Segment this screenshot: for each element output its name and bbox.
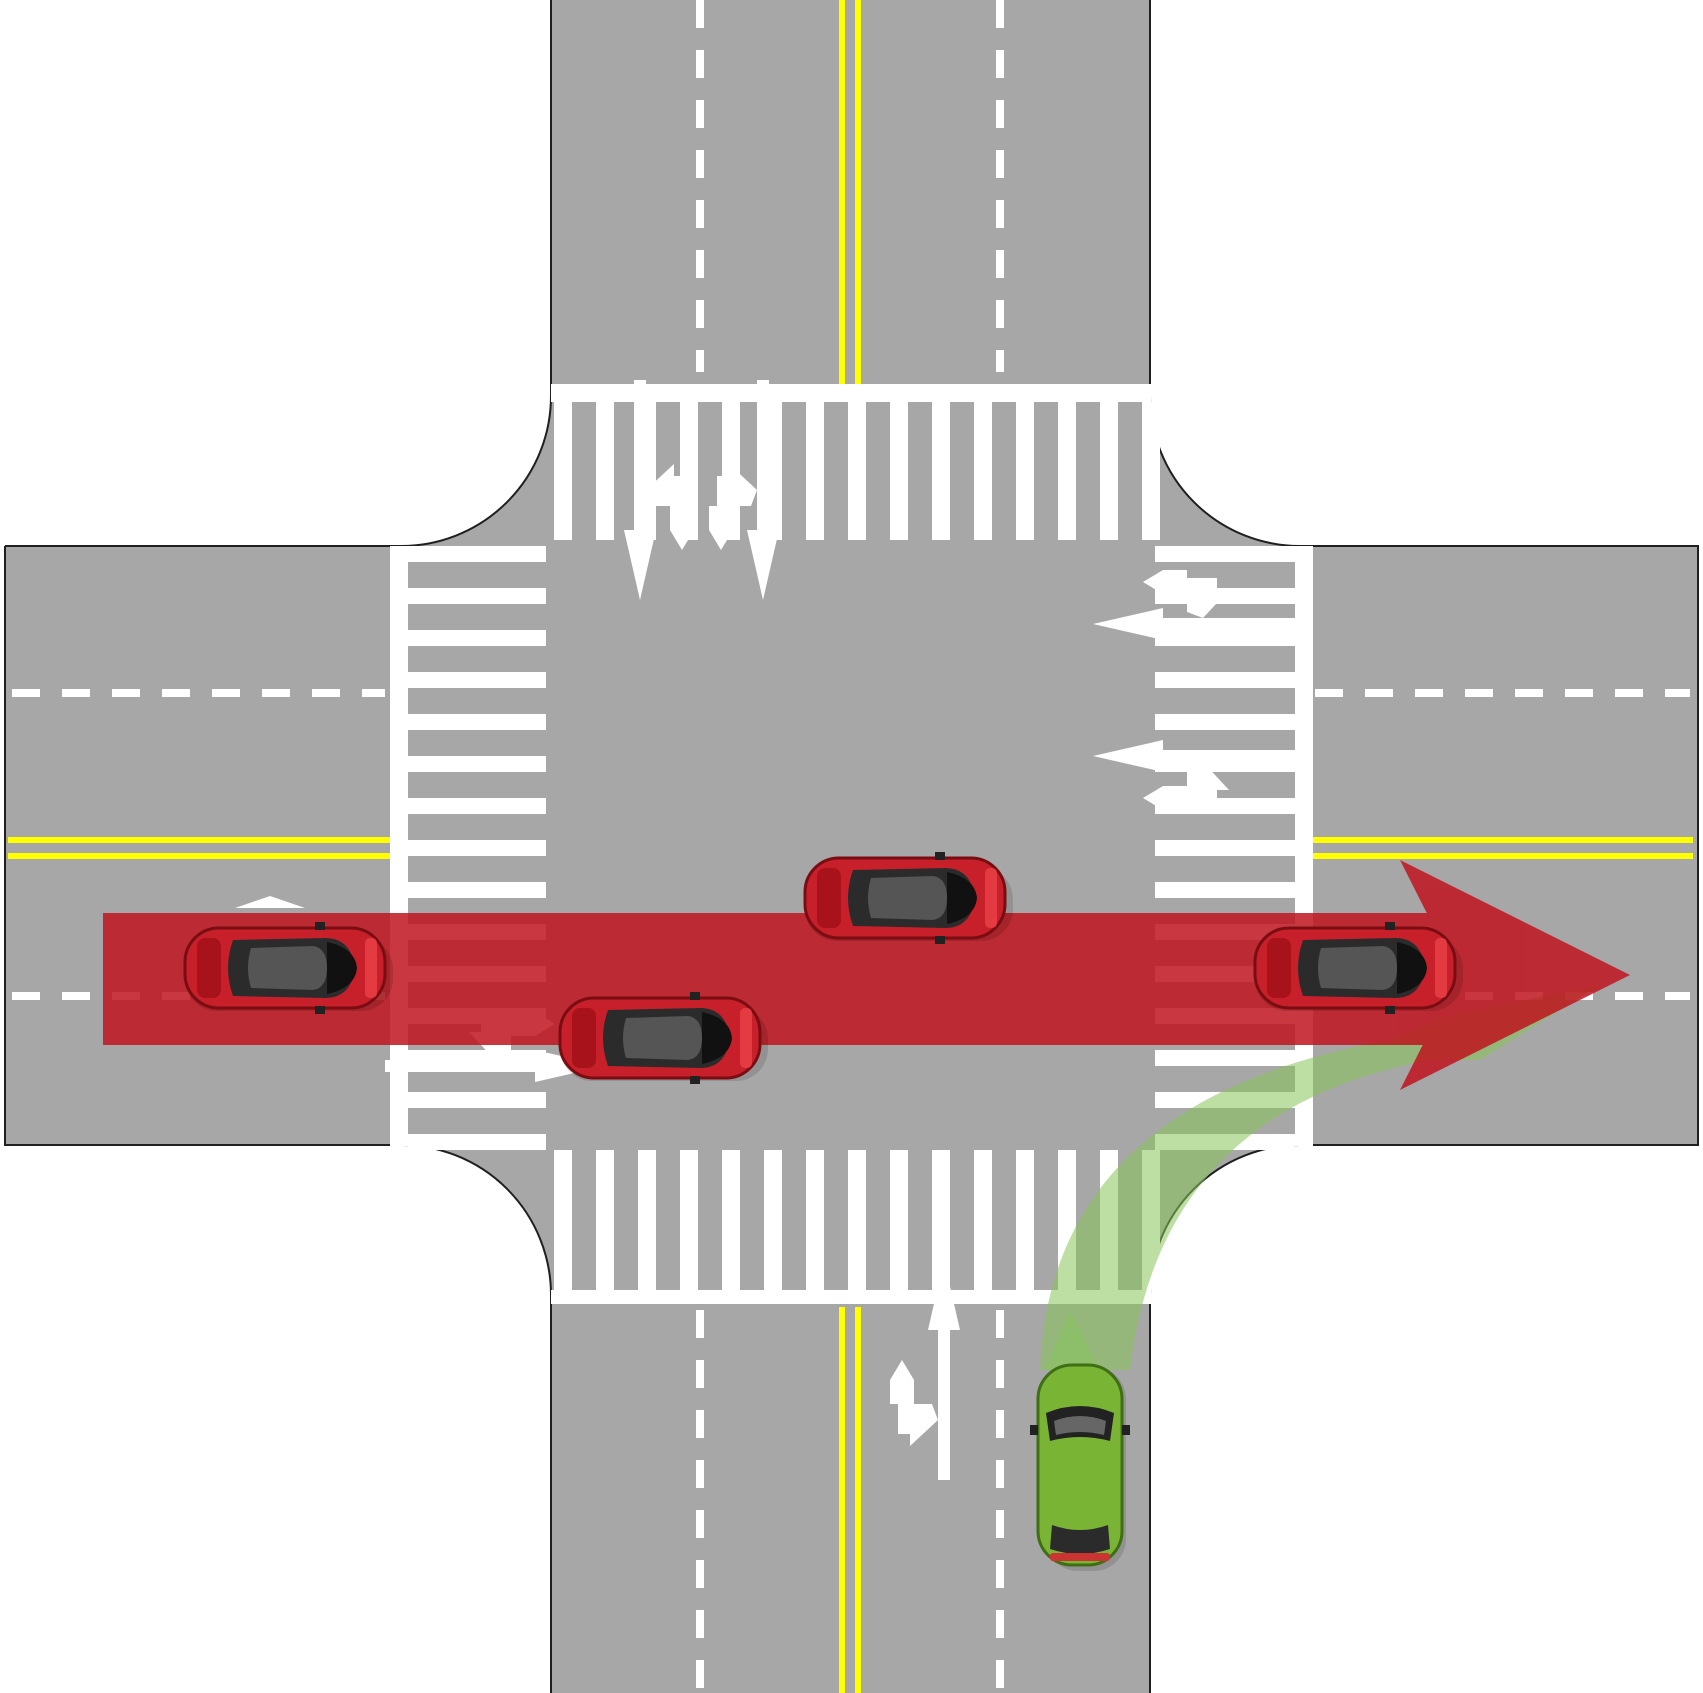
crosswalk-stripe xyxy=(408,756,546,772)
road-surface xyxy=(5,0,1698,1693)
crosswalk-stripe xyxy=(1100,402,1118,540)
red-car-center-high xyxy=(803,850,1015,946)
arrow-east-lane-2 xyxy=(1093,740,1313,810)
red-car-east xyxy=(1253,920,1465,1016)
crosswalk-stripe xyxy=(848,402,866,540)
crosswalk-stripe xyxy=(848,1150,866,1290)
crosswalk-stripe xyxy=(1155,882,1295,898)
crosswalk-stripe xyxy=(408,588,546,604)
crosswalk-stripe xyxy=(932,402,950,540)
crosswalk-stripe xyxy=(806,402,824,540)
arrow-north-lane-2 xyxy=(709,380,779,600)
lane-arrows xyxy=(235,380,1313,1480)
crosswalk-stripe xyxy=(1155,1050,1295,1066)
arrow-west-upper-head xyxy=(235,896,305,908)
crosswalk-stripe xyxy=(596,402,614,540)
crosswalk-stripe xyxy=(408,672,546,688)
crosswalk-west xyxy=(408,546,546,1150)
crosswalk-stripe xyxy=(596,1150,614,1290)
crosswalk-stripe xyxy=(1155,672,1295,688)
crosswalk-stripe xyxy=(1155,714,1295,730)
crosswalk-stripe xyxy=(554,402,572,540)
crosswalk-stripe xyxy=(890,1150,908,1290)
crosswalk-stripe xyxy=(554,1150,572,1290)
crosswalk-stripe xyxy=(408,840,546,856)
crosswalk-stripe xyxy=(806,1150,824,1290)
crosswalk-stripe xyxy=(1016,1150,1034,1290)
crosswalk-stripe xyxy=(722,1150,740,1290)
crosswalk-stripe xyxy=(974,402,992,540)
arrow-east-lane-1 xyxy=(1093,570,1313,640)
arrow-north-lane-1 xyxy=(624,380,694,600)
green-right-turn-path xyxy=(1040,985,1600,1370)
arrow-south-lane xyxy=(890,1260,960,1480)
crosswalk-stripe xyxy=(408,546,546,562)
crosswalk-stripe xyxy=(1142,402,1160,540)
crosswalk-east xyxy=(1155,546,1295,1150)
crosswalk-stripe xyxy=(638,1150,656,1290)
crosswalk-stripe xyxy=(932,1150,950,1290)
crosswalk-stripe xyxy=(1155,546,1295,562)
crosswalk-stripe xyxy=(408,798,546,814)
crosswalk-stripe xyxy=(764,1150,782,1290)
crosswalk-stripe xyxy=(1155,840,1295,856)
crosswalk-stripe xyxy=(408,882,546,898)
crosswalk-stripe xyxy=(974,1150,992,1290)
center-lines xyxy=(8,0,1693,1693)
green-car-south xyxy=(1028,1363,1132,1573)
red-car-west xyxy=(183,920,395,1016)
crosswalk-stripe xyxy=(408,630,546,646)
crosswalk-stripe xyxy=(1058,402,1076,540)
crosswalk-stripe xyxy=(890,402,908,540)
crosswalk-stripe xyxy=(408,1134,546,1150)
crosswalk-stripe xyxy=(408,1092,546,1108)
crosswalk-stripe xyxy=(680,1150,698,1290)
crosswalk-stripe xyxy=(408,714,546,730)
crosswalk-stripe xyxy=(1155,630,1295,646)
red-car-center-low xyxy=(558,990,770,1086)
crosswalk-stripe xyxy=(1016,402,1034,540)
